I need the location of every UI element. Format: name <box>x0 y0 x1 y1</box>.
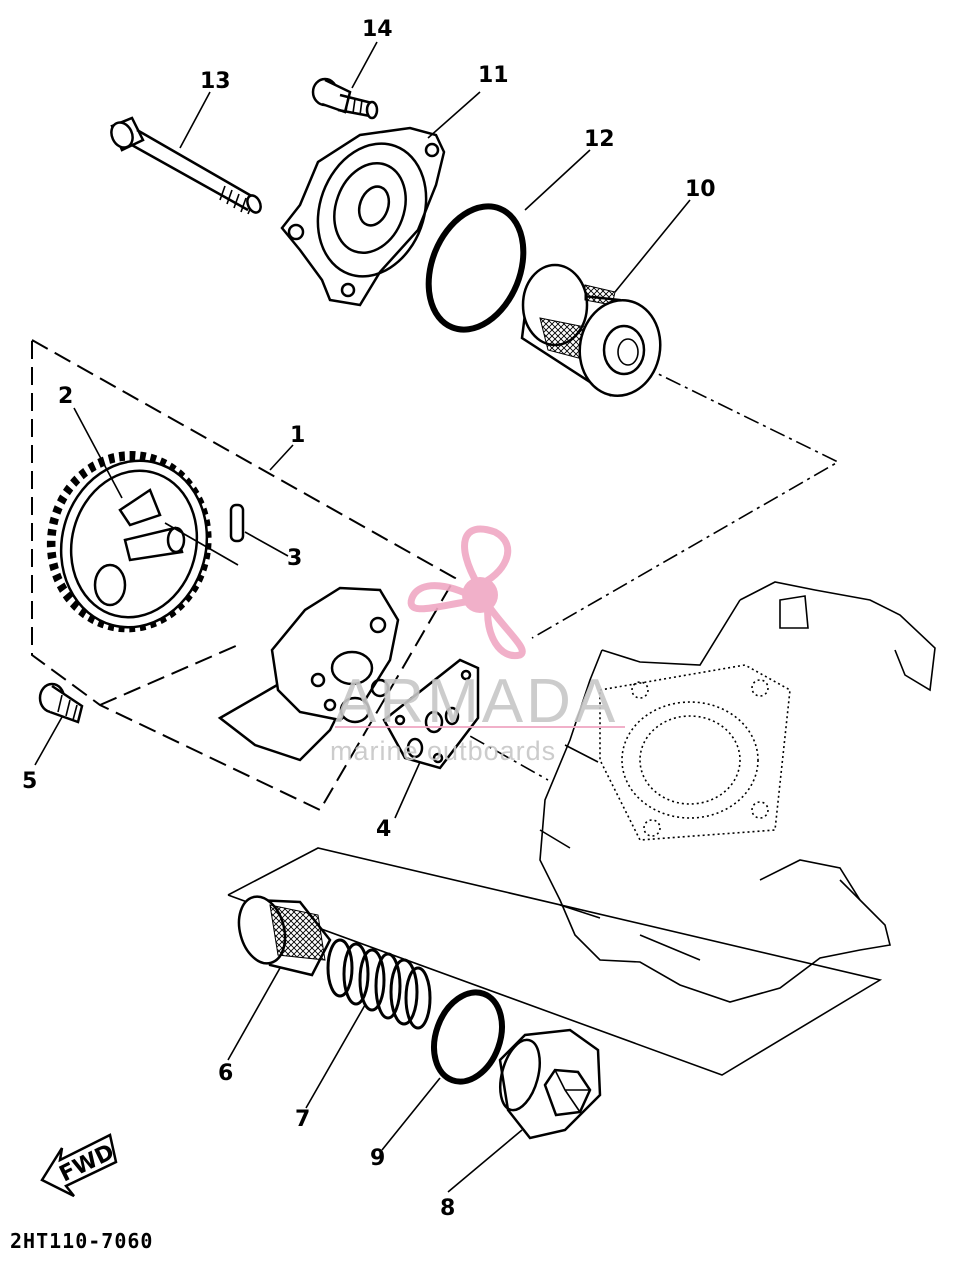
forward-arrow-icon: FWD <box>40 1133 118 1198</box>
callout-8: 8 <box>440 1196 455 1221</box>
filter-cover-o-ring <box>425 203 527 333</box>
long-bolt <box>110 116 262 215</box>
drain-group-outline <box>227 847 883 1076</box>
callout-2: 2 <box>58 384 73 409</box>
callout-5: 5 <box>22 769 37 794</box>
short-bolt <box>311 77 379 120</box>
armada-watermark: ARMADA marine outboards <box>330 525 625 766</box>
dowel-pin <box>164 503 245 566</box>
callout-11: 11 <box>478 63 509 88</box>
watermark-brand: ARMADA <box>335 667 618 736</box>
gasket-axis-line <box>444 721 549 781</box>
crankcase-outline <box>539 581 936 1003</box>
watermark-underline <box>335 726 625 728</box>
drawing-code: 2HT110-7060 <box>10 1229 153 1253</box>
callout-1: 1 <box>290 423 305 448</box>
callout-9: 9 <box>370 1146 385 1171</box>
drain-plug-o-ring <box>431 989 505 1085</box>
oil-strainer <box>237 895 332 977</box>
assembly-outline-1 <box>31 338 457 812</box>
callout-4: 4 <box>376 817 391 842</box>
callout-12: 12 <box>584 127 615 152</box>
callout-14: 14 <box>362 17 393 42</box>
pump-screw <box>38 682 84 724</box>
callout-13: 13 <box>200 69 231 94</box>
pump-gasket <box>382 658 480 770</box>
filter-cover <box>280 126 446 307</box>
watermark-tagline: marine outboards <box>330 736 556 766</box>
filter-axis-line <box>531 364 840 639</box>
callout-7: 7 <box>295 1107 310 1132</box>
oil-filter-element <box>520 263 662 398</box>
callout-10: 10 <box>685 177 716 202</box>
callout-3: 3 <box>287 546 302 571</box>
propeller-logo-icon <box>407 525 526 660</box>
oil-pump-body <box>217 586 400 762</box>
oil-pump-gear <box>46 451 212 633</box>
leader-lines <box>34 41 691 1193</box>
drain-plug <box>498 1028 602 1140</box>
strainer-spring <box>326 938 432 1030</box>
callout-6: 6 <box>218 1061 233 1086</box>
